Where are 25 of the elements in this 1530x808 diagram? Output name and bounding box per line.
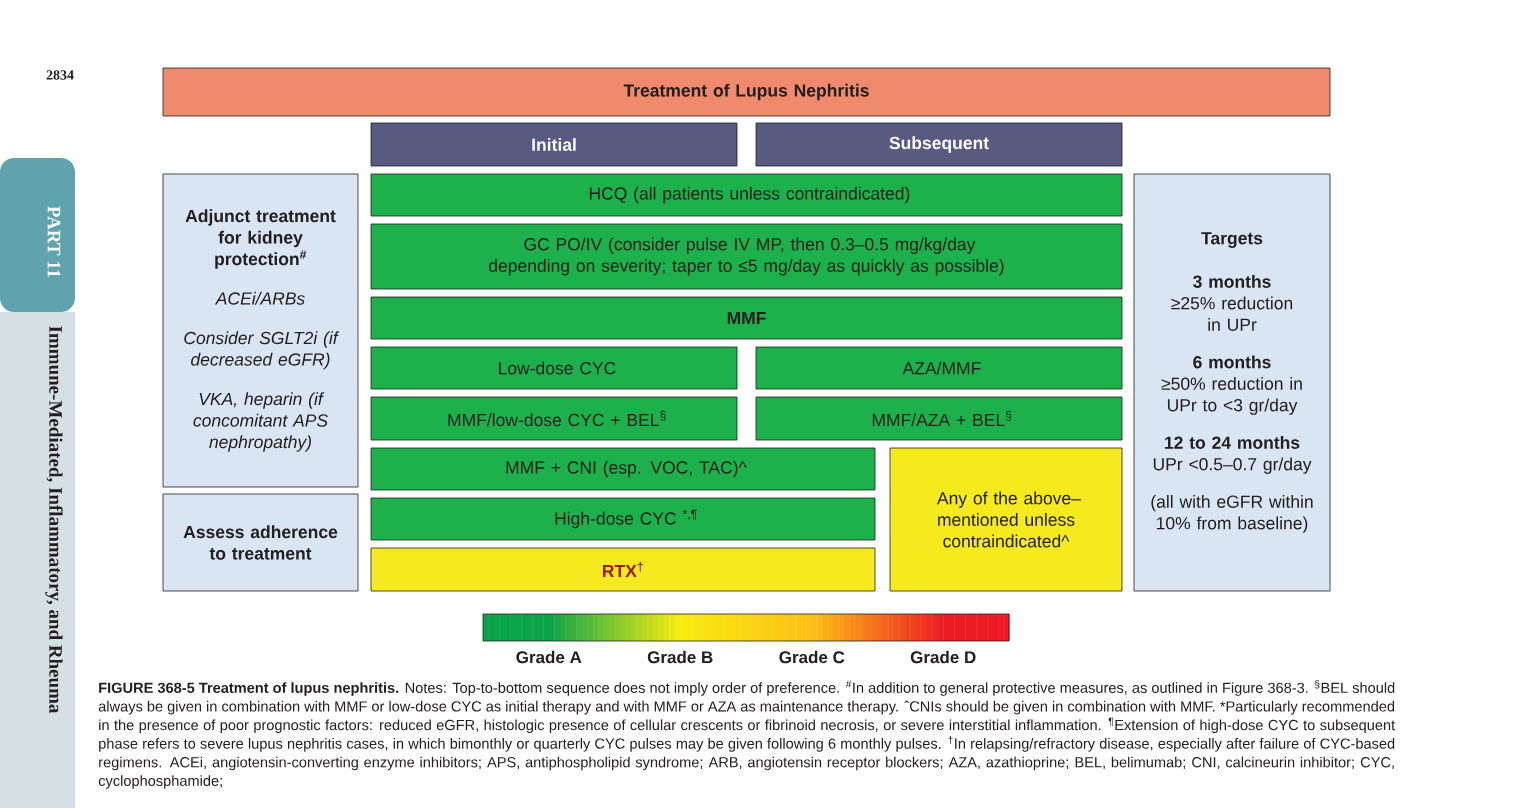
treatment-box: MMF [370,296,1123,340]
page-number: 2834 [46,70,74,80]
phase-header: Initial [370,122,738,167]
treatment-box: AZA/MMF [755,346,1123,390]
treatment-box: MMF + CNI (esp. VOC, TAC)^ [370,447,876,491]
treatment-box: Low-dose CYC [370,346,738,390]
grade-label: Grade C [779,650,845,664]
treatment-box: GC PO/IV (consider pulse IV MP, then 0.3–0.5 mg/kg/day depending on severity; taper to ≤5 mg/day as quickly as possible) [370,223,1123,290]
treatment-box: RTX$^{†}$ [370,547,876,592]
figure-caption: FIGURE 368-5 Treatment of lupus nephritis. Notes: Top-to-bottom sequence does not imply order of preference. $^{#}$In addition to general protective measures, as outlined in Figure 368-3. $^{§}$BEL should always be given in combination with MMF or low-dose CYC as initial therapy and with MMF or AZA as maintenance therapy. ˆCNIs should be given in combination with MMF. *Particularly recommended in the presence of poor prognostic factors: reduced eGFR, histologic presence of cellular crescents or fibrinoid necrosis, or severe interstitial inflammation. $^{¶}$Extension of high-dose CYC to subsequent phase refers to severe lupus nephritis cases, in which bimonthly or quarterly CYC pulses may be given following 6 monthly pulses. $^{†}$In relapsing/refractory disease, especially after failure of CYC-based regimens. ACEi, angiotensin-converting enzyme inhibitors; APS, antiphospholipid syndrome; ARB, angiotensin receptor blockers; AZA, azathioprine; BEL, belimumab; CNI, calcineurin inhibitor; CYC, cyclophosphamide; [98,680,1396,789]
part-tab-label: PART 11 [47,206,61,278]
treatment-box: High-dose CYC $^{*,¶}$ [370,497,876,541]
phase-header: Subsequent [755,122,1123,167]
treatment-box: MMF/low-dose CYC + BEL$^{§}$ [370,396,738,441]
adjunct-panel: Adjunct treatment for kidney protection$^{#}$ ACEi/ARBs Consider SGLT2i (if decreased eGFR) VKA, heparin (if concomitant APS nephropathy) [162,173,359,488]
title-banner: Treatment of Lupus Nephritis [162,67,1331,117]
section-title: Immune-Mediated, Inflammatory, and Rheuma [45,326,63,714]
grade-label: Grade B [647,650,713,664]
treatment-box: MMF/AZA + BEL$^{§}$ [755,396,1123,441]
targets-panel: Targets 3 months ≥25% reduction in UPr 6 months ≥50% reduction in UPr to <3 gr/day 12 to 24 months UPr <0.5–0.7 gr/day (all with eGFR within 10% from baseline) [1133,173,1331,592]
grade-label: Grade D [910,650,976,664]
grade-label: Grade A [516,650,582,664]
note-box: Assess adherence to treatment [162,493,359,592]
treatment-box: Any of the above–mentioned unless contraindicated^ [889,447,1123,592]
treatment-box: HCQ (all patients unless contraindicated) [370,173,1123,217]
